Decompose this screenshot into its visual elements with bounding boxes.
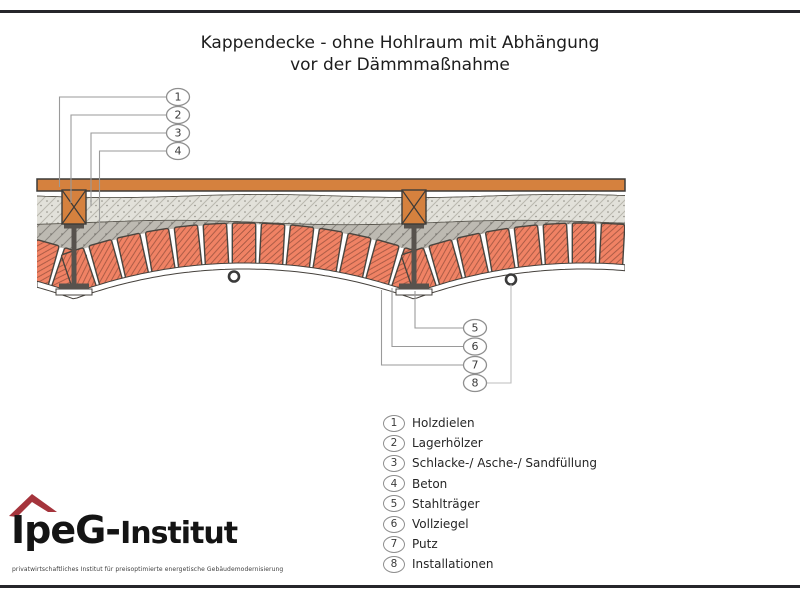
callout-number-3: 3 [175,127,182,140]
legend-item: 3 Schlacke-/ Asche-/ Sandfüllung [383,453,597,473]
callout-circle-3 [165,123,191,143]
legend-number-badge: 1 [383,414,405,432]
callout-circle-7 [462,355,488,375]
callout-leader-7 [380,290,464,366]
callout-number-1: 1 [175,91,182,104]
timber-cross [61,189,87,225]
steel-beam-bottom-flange [399,283,429,289]
steel-beam-bottom-flange [59,283,89,289]
callout-number-4: 4 [175,145,182,158]
legend-label: Beton [412,476,448,491]
steel-beam-web [411,226,417,286]
legend-number-badge: 4 [383,475,405,493]
plaster-under-beam [395,288,433,296]
logo-roof-icon [9,494,57,517]
legend: 1 Holzdielen 2 Lagerhölzer 3 Schlacke-/ … [383,413,597,575]
legend-label: Schlacke-/ Asche-/ Sandfüllung [412,456,597,471]
callout-circle-8 [462,373,488,393]
legend-item: 5 Stahlträger [383,494,597,514]
callout-number-5: 5 [472,322,479,335]
legend-number-badge: 2 [383,434,405,452]
callout-number-8: 8 [472,377,479,390]
logo-tagline: privatwirtschaftliches Institut für prei… [12,566,284,573]
legend-label: Holzdielen [412,416,475,431]
legend-number-badge: 5 [383,495,405,513]
legend-item: 1 Holzdielen [383,413,597,433]
installation-pipe [504,273,518,286]
callout-circle-6 [462,337,488,356]
brick [202,222,230,267]
legend-item: 4 Beton [383,474,597,494]
layer-group [37,193,625,300]
diagram-title: Kappendecke - ohne Hohlraum mit Abhängun… [0,32,800,76]
legend-label: Vollziegel [412,517,469,532]
callout-leader-2 [70,114,167,203]
steel-beam-web [71,226,77,286]
callout-leader-3 [90,132,167,206]
legend-item: 7 Putz [383,534,597,554]
legend-number-badge: 7 [383,535,405,553]
callout-leader-6 [391,288,464,348]
brick [513,224,543,270]
callout-circle-2 [165,105,191,125]
brick [542,222,570,267]
plaster-layer [37,262,625,300]
floor-boards [36,178,626,192]
logo-text: IpeG-Institut [11,508,238,552]
legend-label: Putz [412,537,438,552]
callout-number-7: 7 [472,359,479,372]
legend-item: 8 Installationen [383,554,597,574]
legend-number-badge: 3 [383,454,405,472]
callout-circle-5 [462,318,488,338]
callout-leader-5 [414,291,464,329]
legend-label: Stahlträger [412,496,480,511]
top-border-rule [0,10,800,13]
callout-number-2: 2 [175,109,182,122]
brick [598,222,625,267]
installation-pipe [227,270,241,283]
legend-item: 2 Lagerhölzer [383,433,597,453]
legend-label: Lagerhölzer [412,436,483,451]
bottom-border-rule [0,585,800,588]
legend-number-badge: 6 [383,515,405,533]
diagram-title-line1: Kappendecke - ohne Hohlraum mit Abhängun… [200,33,600,53]
logo-text-secondary: Institut [120,516,238,551]
legend-item: 6 Vollziegel [383,514,597,534]
legend-number-badge: 8 [383,555,405,573]
brick [258,222,286,267]
steel-beam-top-flange [64,224,84,229]
logo-text-primary: IpeG- [11,508,121,552]
brick [285,224,315,270]
brick [37,239,60,287]
callout-leader-4 [98,150,167,230]
brick [173,224,203,270]
diagram-title-line2: vor der Dämmmaßnahme [290,55,510,75]
plaster-under-beam [55,288,93,296]
fill-layer [37,194,625,225]
steel-beam-top-flange [404,224,424,229]
callout-leader-8 [486,284,512,384]
callout-number-6: 6 [472,340,479,353]
callout-circle-4 [165,141,191,161]
callout-circle-1 [165,87,191,107]
callout-leader-1 [58,96,167,187]
brick [231,222,257,266]
timber-cross [401,189,427,225]
legend-label: Installationen [412,557,494,572]
brick [571,222,597,266]
